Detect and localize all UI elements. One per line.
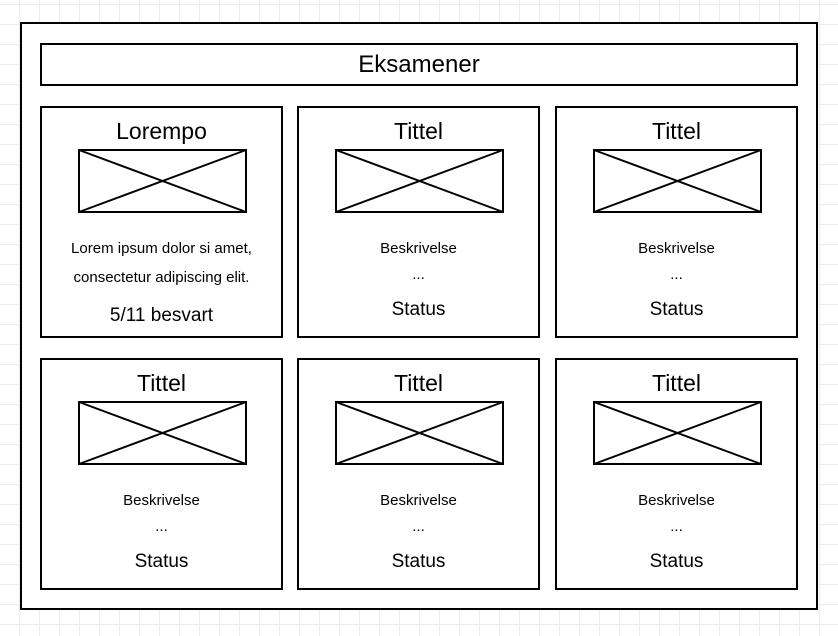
card-ellipsis: ... [670, 266, 683, 283]
card-description: Beskrivelse [380, 492, 457, 509]
image-placeholder-icon [78, 149, 247, 213]
card-title: Tittel [652, 370, 701, 396]
card-title: Tittel [137, 370, 186, 396]
card-status: Status [649, 551, 704, 572]
exam-card[interactable]: Tittel Beskrivelse ... Status [555, 106, 798, 338]
exam-card[interactable]: Tittel Beskrivelse ... Status [297, 358, 540, 590]
card-description: Beskrivelse [638, 492, 715, 509]
image-placeholder-icon [335, 401, 504, 465]
image-placeholder-icon [335, 149, 504, 213]
card-ellipsis: ... [412, 518, 425, 535]
card-description: Beskrivelse [638, 240, 715, 257]
card-title: Tittel [652, 118, 701, 144]
card-description: Beskrivelse [380, 240, 457, 257]
card-status: Status [134, 551, 189, 572]
card-title: Tittel [394, 118, 443, 144]
card-ellipsis: ... [412, 266, 425, 283]
card-title: Tittel [394, 370, 443, 396]
card-title: Lorempo [116, 118, 207, 144]
card-ellipsis: ... [670, 518, 683, 535]
exam-card[interactable]: Tittel Beskrivelse ... Status [555, 358, 798, 590]
card-status: 5/11 besvart [109, 305, 214, 326]
exam-card[interactable]: Tittel Beskrivelse ... Status [297, 106, 540, 338]
card-status: Status [391, 551, 446, 572]
exam-card[interactable]: Lorempo Lorem ipsum dolor si amet, conse… [40, 106, 283, 338]
card-description: Beskrivelse [123, 492, 200, 509]
card-status: Status [391, 299, 446, 320]
page-title: Eksamener [40, 43, 798, 86]
card-description: Lorem ipsum dolor si amet, consectetur a… [71, 240, 252, 286]
image-placeholder-icon [593, 149, 762, 213]
card-ellipsis: ... [155, 518, 168, 535]
image-placeholder-icon [593, 401, 762, 465]
card-status: Status [649, 299, 704, 320]
page-title-text: Eksamener [358, 50, 480, 78]
exam-card[interactable]: Tittel Beskrivelse ... Status [40, 358, 283, 590]
image-placeholder-icon [78, 401, 247, 465]
